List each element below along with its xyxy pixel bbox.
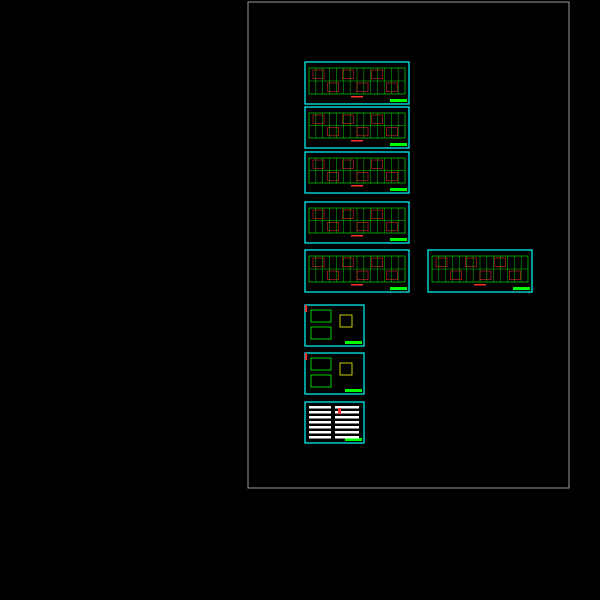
title-block (390, 287, 407, 290)
title-block (345, 341, 362, 344)
room-outline (509, 270, 521, 280)
room-outline (371, 69, 383, 79)
drawing-sheet-8[interactable] (304, 352, 365, 395)
detail-block (310, 374, 332, 388)
room-outline (312, 209, 325, 219)
room-outline (371, 257, 383, 267)
drawing-boundary (247, 1, 570, 489)
notes-text-line (309, 436, 331, 439)
room-outline (386, 172, 398, 182)
room-outline (312, 69, 325, 79)
title-block (345, 389, 362, 392)
plan-caption (351, 235, 363, 237)
notes-text-line (309, 411, 331, 414)
detail-block (310, 326, 332, 340)
notes-text-line (335, 426, 359, 429)
title-block (390, 143, 407, 146)
notes-text-line (335, 406, 359, 409)
room-outline (342, 114, 354, 124)
room-outline (312, 159, 325, 169)
title-block (345, 438, 362, 441)
sheet-frame (304, 352, 365, 395)
room-outline (356, 172, 369, 182)
room-outline (494, 257, 506, 267)
room-outline (327, 270, 339, 280)
drawing-sheet-2[interactable] (304, 106, 410, 149)
room-outline (342, 69, 354, 79)
room-outline (342, 209, 354, 219)
detail-callout (339, 314, 353, 328)
notes-text-line (309, 431, 331, 434)
room-outline (386, 127, 398, 137)
notes-marker (338, 408, 341, 414)
room-outline (386, 82, 398, 92)
drawing-sheet-1[interactable] (304, 61, 410, 105)
room-outline (371, 209, 383, 219)
revision-mark (305, 305, 307, 312)
room-outline (342, 257, 354, 267)
notes-text-line (309, 406, 331, 409)
room-outline (356, 82, 369, 92)
room-outline (356, 270, 369, 280)
room-outline (312, 257, 325, 267)
notes-text-line (309, 416, 331, 419)
sheet-frame (304, 304, 365, 347)
room-outline (327, 82, 339, 92)
room-outline (386, 270, 398, 280)
revision-mark (305, 353, 307, 360)
notes-text-line (335, 431, 359, 434)
drawing-sheet-4[interactable] (304, 201, 410, 244)
title-block (390, 188, 407, 191)
room-outline (479, 270, 492, 280)
plan-caption (351, 140, 363, 142)
drawing-sheet-5[interactable] (304, 249, 410, 293)
plan-caption (351, 284, 363, 286)
notes-text-line (335, 411, 359, 414)
room-outline (371, 114, 383, 124)
room-outline (450, 270, 462, 280)
room-outline (465, 257, 477, 267)
sheet-group (304, 61, 533, 444)
room-outline (356, 222, 369, 232)
room-outline (327, 222, 339, 232)
notes-text-line (335, 421, 359, 424)
drawing-sheet-7[interactable] (304, 304, 365, 347)
notes-text-line (309, 421, 331, 424)
room-outline (327, 127, 339, 137)
room-outline (312, 114, 325, 124)
detail-block (310, 309, 332, 323)
plan-caption (474, 284, 486, 286)
drawing-sheet-9[interactable] (304, 401, 365, 444)
drawing-sheet-3[interactable] (304, 151, 410, 194)
notes-text-line (335, 436, 359, 439)
drawing-sheet-6[interactable] (427, 249, 533, 293)
notes-text-line (309, 426, 331, 429)
plan-caption (351, 96, 363, 98)
detail-callout (339, 362, 353, 376)
room-outline (342, 159, 354, 169)
room-outline (386, 222, 398, 232)
room-outline (371, 159, 383, 169)
room-outline (356, 127, 369, 137)
title-block (390, 99, 407, 102)
room-outline (435, 257, 448, 267)
title-block (390, 238, 407, 241)
plan-caption (351, 185, 363, 187)
notes-text-line (335, 416, 359, 419)
title-block (513, 287, 530, 290)
detail-block (310, 357, 332, 371)
room-outline (327, 172, 339, 182)
